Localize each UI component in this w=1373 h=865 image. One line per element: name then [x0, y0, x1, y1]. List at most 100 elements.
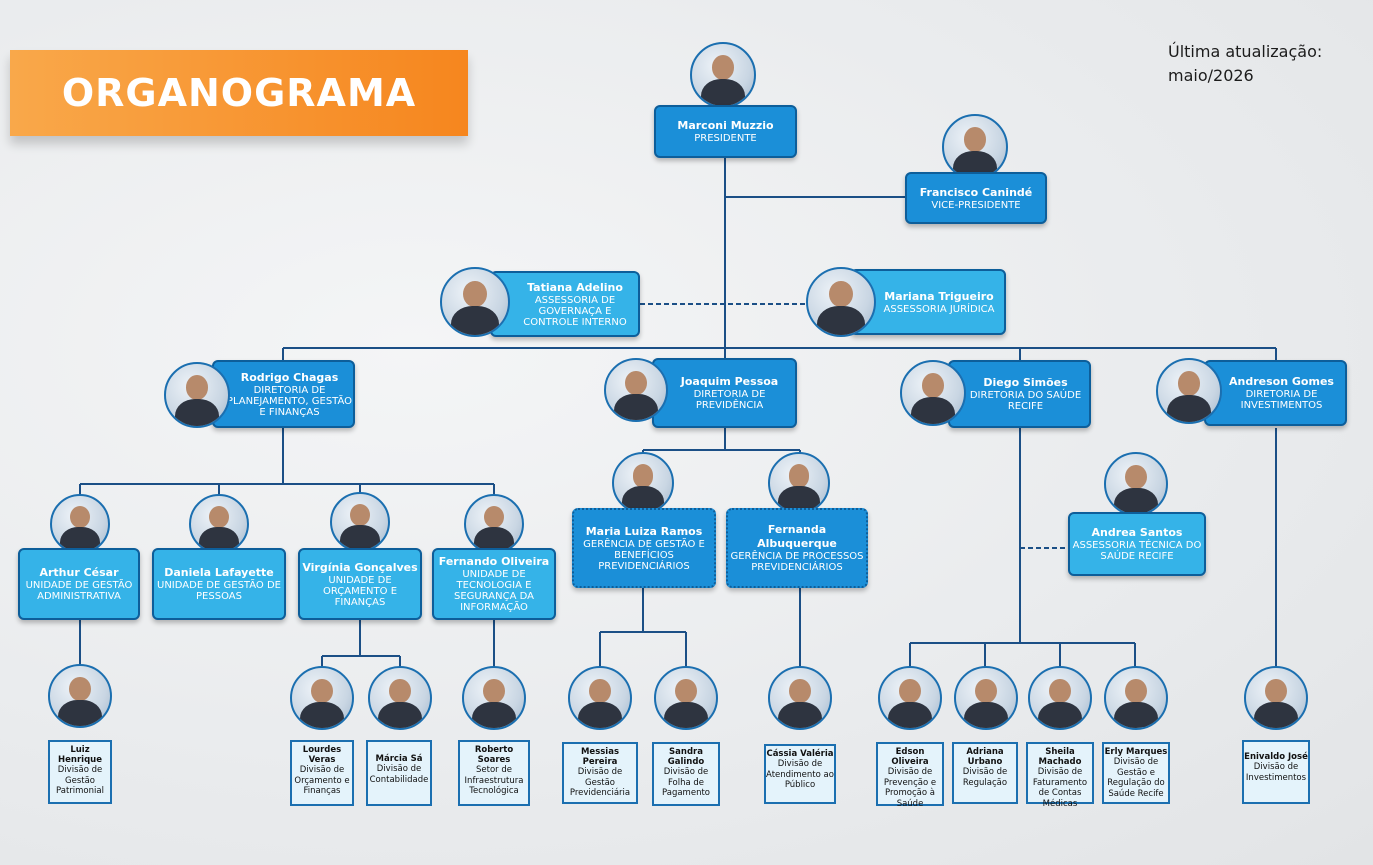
marcia-card: Márcia Sá Divisão de Contabilidade [366, 740, 432, 806]
node-name: Andreson Gomes [1229, 375, 1334, 388]
avatar [464, 494, 524, 554]
avatar [900, 360, 966, 426]
avatar [1104, 452, 1168, 516]
maria-box: Maria Luiza Ramos GERÊNCIA DE GESTÃO E B… [572, 508, 716, 588]
diego-box: Diego Simões DIRETORIA DO SAÚDE RECIFE [948, 360, 1091, 428]
node-role: ASSESSORIA JURÍDICA [883, 303, 995, 315]
page-title: ORGANOGRAMA [61, 71, 417, 115]
last-update: Última atualização: maio/2026 [1168, 40, 1358, 88]
card-name: Erly Marques [1104, 747, 1168, 757]
avatar [1244, 666, 1308, 730]
enivaldo-card: Enivaldo José Divisão de Investimentos [1242, 740, 1310, 804]
node-name: Joaquim Pessoa [680, 375, 779, 388]
node-name: Fernando Oliveira [438, 555, 550, 568]
avatar [768, 666, 832, 730]
node-role: UNIDADE DE TECNOLOGIA E SEGURANÇA DA INF… [454, 569, 534, 613]
node-role: DIRETORIA DE PLANEJAMENTO, GESTÃO E FINA… [226, 384, 353, 418]
fernanda-box: Fernanda Albuquerque GERÊNCIA DE PROCESS… [726, 508, 868, 588]
node-name: Francisco Canindé [919, 185, 1033, 199]
avatar [164, 362, 230, 428]
avatar [1104, 666, 1168, 730]
card-role: Divisão de Atendimento ao Público [766, 759, 834, 790]
card-name: Roberto Soares [474, 745, 514, 765]
avatar [462, 666, 526, 730]
sheila-card: Sheila Machado Divisão de Faturamento de… [1026, 742, 1094, 809]
avatar [330, 492, 390, 552]
node-name: Fernanda Albuquerque [757, 523, 837, 550]
card-role: Divisão de Contabilidade [369, 764, 429, 785]
card-role: Divisão de Gestão Previdenciária [569, 767, 631, 798]
edson-card: Edson Oliveira Divisão de Prevenção e Pr… [876, 742, 944, 809]
node-role: GERÊNCIA DE GESTÃO E BENEFÍCIOS PREVIDEN… [583, 538, 705, 572]
avatar [954, 666, 1018, 730]
card-role: Divisão de Orçamento e Finanças [294, 765, 350, 796]
card-role: Divisão de Faturamento de Contas Médicas [1032, 767, 1088, 809]
vice-presidente-box: Francisco Canindé VICE-PRESIDENTE [905, 172, 1047, 224]
avatar [612, 452, 674, 514]
card-role: Setor de Infraestrutura Tecnológica [464, 765, 524, 796]
avatar [50, 494, 110, 554]
fernando-box: Fernando Oliveira UNIDADE DE TECNOLOGIA … [432, 548, 556, 620]
cassia-card: Cássia Valéria Divisão de Atendimento ao… [764, 744, 836, 804]
avatar [604, 358, 668, 422]
avatar [440, 267, 510, 337]
arthur-box: Arthur César UNIDADE DE GESTÃO ADMINISTR… [18, 548, 140, 620]
card-role: Divisão de Investimentos [1245, 762, 1307, 783]
card-name: Enivaldo José [1244, 752, 1308, 762]
card-name: Edson Oliveira [891, 747, 929, 767]
avatar [48, 664, 112, 728]
card-name: Cássia Valéria [766, 749, 834, 759]
node-name: Mariana Trigueiro [884, 289, 994, 303]
andreson-box: Andreson Gomes DIRETORIA DE INVESTIMENTO… [1204, 360, 1347, 426]
node-name: Andrea Santos [1091, 526, 1183, 539]
node-role: UNIDADE DE GESTÃO ADMINISTRATIVA [25, 580, 133, 602]
node-role: DIRETORIA DE INVESTIMENTOS [1240, 389, 1323, 411]
avatar [290, 666, 354, 730]
node-role: ASSESSORIA DE GOVERNAÇA E CONTROLE INTER… [523, 294, 627, 328]
avatar [942, 114, 1008, 180]
card-name: Messias Pereira [580, 747, 620, 767]
card-name: Lourdes Veras [302, 745, 342, 765]
node-name: Marconi Muzzio [677, 119, 774, 132]
joaquim-box: Joaquim Pessoa DIRETORIA DE PREVIDÊNCIA [652, 358, 797, 428]
node-role: ASSESSORIA TÉCNICA DO SAÚDE RECIFE [1072, 540, 1202, 562]
card-role: Divisão de Gestão e Regulação do Saúde R… [1107, 757, 1165, 799]
avatar [568, 666, 632, 730]
mariana-box: Mariana Trigueiro ASSESSORIA JURÍDICA [850, 269, 1006, 335]
node-name: Arthur César [39, 566, 119, 579]
avatar [806, 267, 876, 337]
node-role: DIRETORIA DO SAÚDE RECIFE [969, 390, 1082, 412]
roberto-card: Roberto Soares Setor de Infraestrutura T… [458, 740, 530, 806]
avatar [654, 666, 718, 730]
daniela-box: Daniela Lafayette UNIDADE DE GESTÃO DE P… [152, 548, 286, 620]
erly-card: Erly Marques Divisão de Gestão e Regulaç… [1102, 742, 1170, 804]
node-role: VICE-PRESIDENTE [931, 199, 1021, 211]
card-role: Divisão de Gestão Patrimonial [56, 765, 104, 796]
messias-card: Messias Pereira Divisão de Gestão Previd… [562, 742, 638, 804]
avatar [1156, 358, 1222, 424]
card-role: Divisão de Regulação [962, 767, 1008, 788]
node-name: Maria Luiza Ramos [585, 524, 703, 538]
virginia-box: Virgínia Gonçalves UNIDADE DE ORÇAMENTO … [298, 548, 422, 620]
card-role: Divisão de Folha de Pagamento [662, 767, 710, 798]
presidente-box: Marconi Muzzio PRESIDENTE [654, 105, 797, 158]
avatar [690, 42, 756, 108]
avatar [189, 494, 249, 554]
lourdes-card: Lourdes Veras Divisão de Orçamento e Fin… [290, 740, 354, 806]
node-name: Tatiana Adelino [527, 280, 623, 294]
node-name: Daniela Lafayette [164, 566, 274, 579]
node-name: Rodrigo Chagas [240, 370, 339, 384]
avatar [768, 452, 830, 514]
avatar [878, 666, 942, 730]
luiz-card: Luiz Henrique Divisão de Gestão Patrimon… [48, 740, 112, 804]
card-name: Adriana Urbano [966, 747, 1004, 767]
andrea-box: Andrea Santos ASSESSORIA TÉCNICA DO SAÚD… [1068, 512, 1206, 576]
node-role: GERÊNCIA DE PROCESSOS PREVIDENCIÁRIOS [730, 551, 864, 573]
sandra-card: Sandra Galindo Divisão de Folha de Pagam… [652, 742, 720, 806]
last-update-label: Última atualização: [1168, 42, 1323, 61]
avatar [368, 666, 432, 730]
node-role: DIRETORIA DE PREVIDÊNCIA [693, 389, 766, 411]
card-name: Sheila Machado [1038, 747, 1082, 767]
node-role: UNIDADE DE GESTÃO DE PESSOAS [157, 580, 281, 602]
